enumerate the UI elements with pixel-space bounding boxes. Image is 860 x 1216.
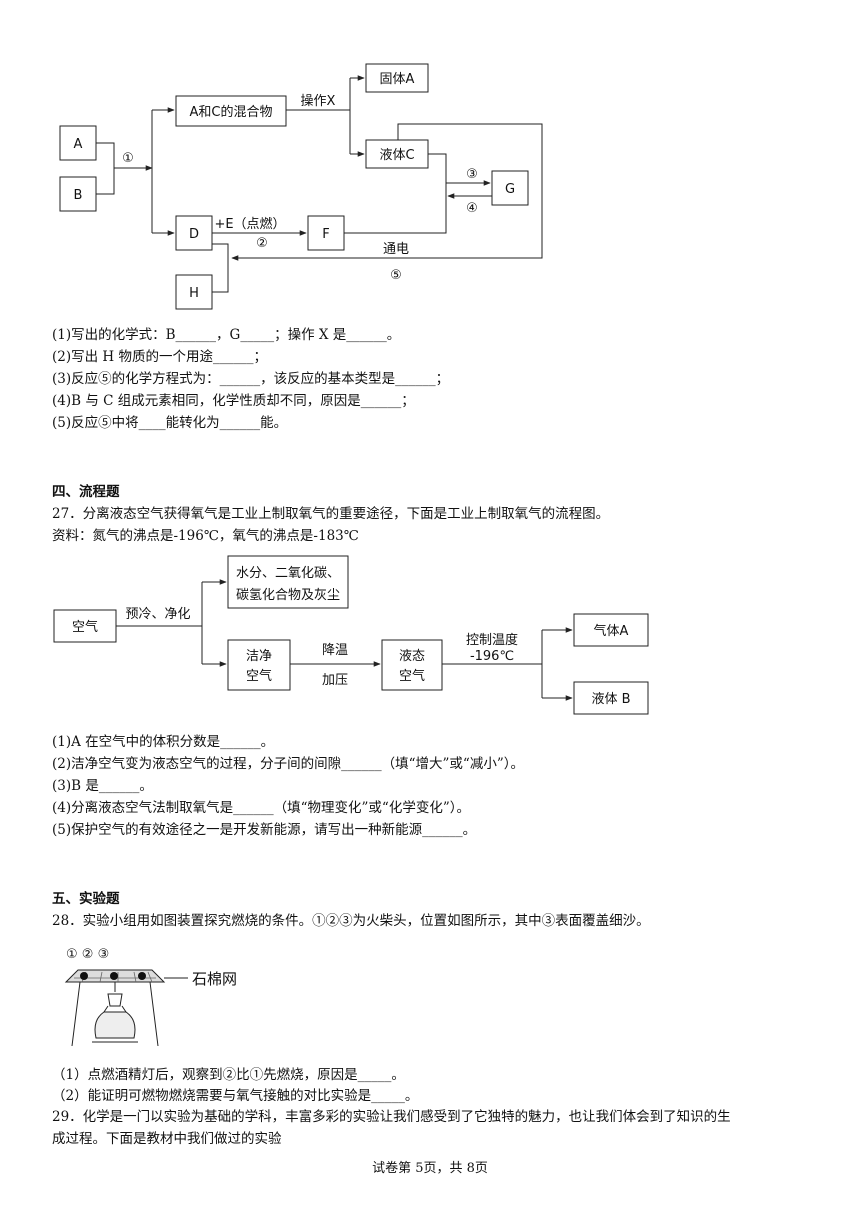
box-liquid-c-label: 液体C: [379, 148, 414, 163]
matchhead-2: [110, 972, 118, 980]
box-gas-a-label: 气体A: [594, 623, 629, 639]
q26-line-3: (3)反应⑤的化学方程式为：______，该反应的基本类型是______；: [52, 371, 450, 387]
box-g-label: G: [505, 182, 515, 197]
box-d-label: D: [189, 227, 199, 242]
box-gas-a: [573, 613, 649, 647]
q26-line-2: (2)写出 H 物质的一个用途______；: [52, 349, 267, 365]
box-impurities: [227, 555, 349, 609]
box-liquid-c: [365, 139, 429, 169]
matchhead-3: [138, 972, 146, 980]
box-b: [59, 176, 97, 212]
label-reaction-4: ④: [466, 201, 478, 216]
label-precool-purify: 预冷、净化: [125, 607, 190, 622]
box-liquid-air-line-1: 液态: [399, 649, 425, 664]
box-liquid-b: [573, 681, 649, 715]
box-impurities-line-1: 水分、二氧化碳、: [236, 566, 340, 581]
q26-line-5: (5)反应⑤中将____能转化为______能。: [52, 415, 288, 431]
box-b-label: B: [74, 188, 83, 203]
box-mixture: [175, 95, 287, 127]
box-solid-a-label: 固体A: [380, 72, 415, 87]
q28-line-2: （2）能证明可燃物燃烧需要与氧气接触的对比实验是_____。: [52, 1088, 419, 1104]
box-h: [175, 274, 213, 310]
matchhead-1: [80, 972, 88, 980]
asbestos-net-label: 石棉网: [192, 970, 237, 988]
alcohol-lamp: [94, 1011, 136, 1039]
inference-diagram: A B A和C的混合物 固体A 液体C G D F H ① 操作X ③ ④ +E…: [59, 63, 543, 310]
box-clean-air-line-2: 空气: [246, 668, 272, 684]
page-footer: 试卷第 5页，共 8页: [372, 1161, 488, 1176]
q29-line-1: 29．化学是一门以实验为基础的学科，丰富多彩的实验让我们感受到了它独特的魅力，也…: [52, 1109, 731, 1125]
section-4-heading: 四、流程题: [52, 484, 120, 500]
label-control-temp: 控制温度: [466, 632, 518, 648]
box-f: [307, 215, 345, 251]
q26-line-4: (4)B 与 C 组成元素相同，化学性质却不同，原因是______；: [52, 393, 415, 409]
q28-stem: 28．实验小组用如图装置探究燃烧的条件。①②③为火柴头，位置如图所示，其中③表面…: [52, 913, 650, 929]
label-cool-down: 降温: [322, 643, 348, 658]
box-liquid-air: [381, 639, 443, 691]
q29-line-2: 成过程。下面是教材中我们做过的实验: [52, 1131, 282, 1147]
q28-line-1: （1）点燃酒精灯后，观察到②比①先燃烧，原因是_____。: [52, 1067, 405, 1083]
label-pressurize: 加压: [322, 673, 348, 688]
box-clean-air: [227, 639, 291, 691]
q27-line-5: (5)保护空气的有效途径之一是开发新能源，请写出一种新能源______。: [52, 822, 477, 838]
box-d: [175, 215, 213, 251]
box-clean-air-line-1: 洁净: [246, 649, 272, 664]
box-liquid-b-label: 液体 B: [591, 692, 630, 707]
box-mixture-label: A和C的混合物: [190, 104, 273, 120]
oxygen-flow-diagram: 空气 预冷、净化 水分、二氧化碳、 碳氢化合物及灰尘 洁净 空气 降温 加压 液…: [53, 555, 649, 715]
combustion-apparatus: ① ② ③ 石棉网: [64, 947, 237, 1047]
q27-stem: 27．分离液态空气获得氧气是工业上制取氧气的重要途径，下面是工业上制取氧气的流程…: [52, 506, 610, 522]
box-solid-a: [365, 63, 429, 93]
label-reaction-1: ①: [122, 151, 134, 166]
box-h-label: H: [189, 286, 199, 301]
matchhead-labels: ① ② ③: [66, 947, 109, 962]
label-operation-x: 操作X: [301, 93, 336, 109]
label-electrolysis: 通电: [383, 242, 409, 257]
box-a-label: A: [74, 137, 83, 152]
box-g: [491, 170, 529, 206]
box-air: [53, 609, 117, 643]
section-5-heading: 五、实验题: [52, 891, 120, 907]
q27-line-2: (2)洁净空气变为液态空气的过程，分子间的间隙______（填“增大”或“减小”…: [52, 756, 524, 772]
label-plus-e-ignite: +E（点燃）: [214, 216, 285, 232]
q27-line-3: (3)B 是______。: [52, 778, 153, 794]
q27-line-1: (1)A 在空气中的体积分数是______。: [52, 734, 275, 750]
label-control-temp-value: -196℃: [470, 649, 514, 664]
box-f-label: F: [322, 227, 329, 242]
box-a: [59, 125, 97, 161]
box-liquid-air-line-2: 空气: [399, 668, 425, 684]
q27-line-4: (4)分离液态空气法制取氧气是______（填“物理变化”或“化学变化”）。: [52, 800, 470, 816]
box-impurities-line-2: 碳氢化合物及灰尘: [236, 588, 340, 603]
label-reaction-2: ②: [256, 236, 268, 251]
box-air-label: 空气: [72, 619, 98, 635]
q26-line-1: (1)写出的化学式：B______，G_____；操作 X 是______。: [52, 327, 401, 343]
label-reaction-3: ③: [466, 167, 478, 182]
label-reaction-5: ⑤: [390, 268, 402, 283]
q27-info: 资料：氮气的沸点是-196℃，氧气的沸点是-183℃: [52, 528, 359, 544]
